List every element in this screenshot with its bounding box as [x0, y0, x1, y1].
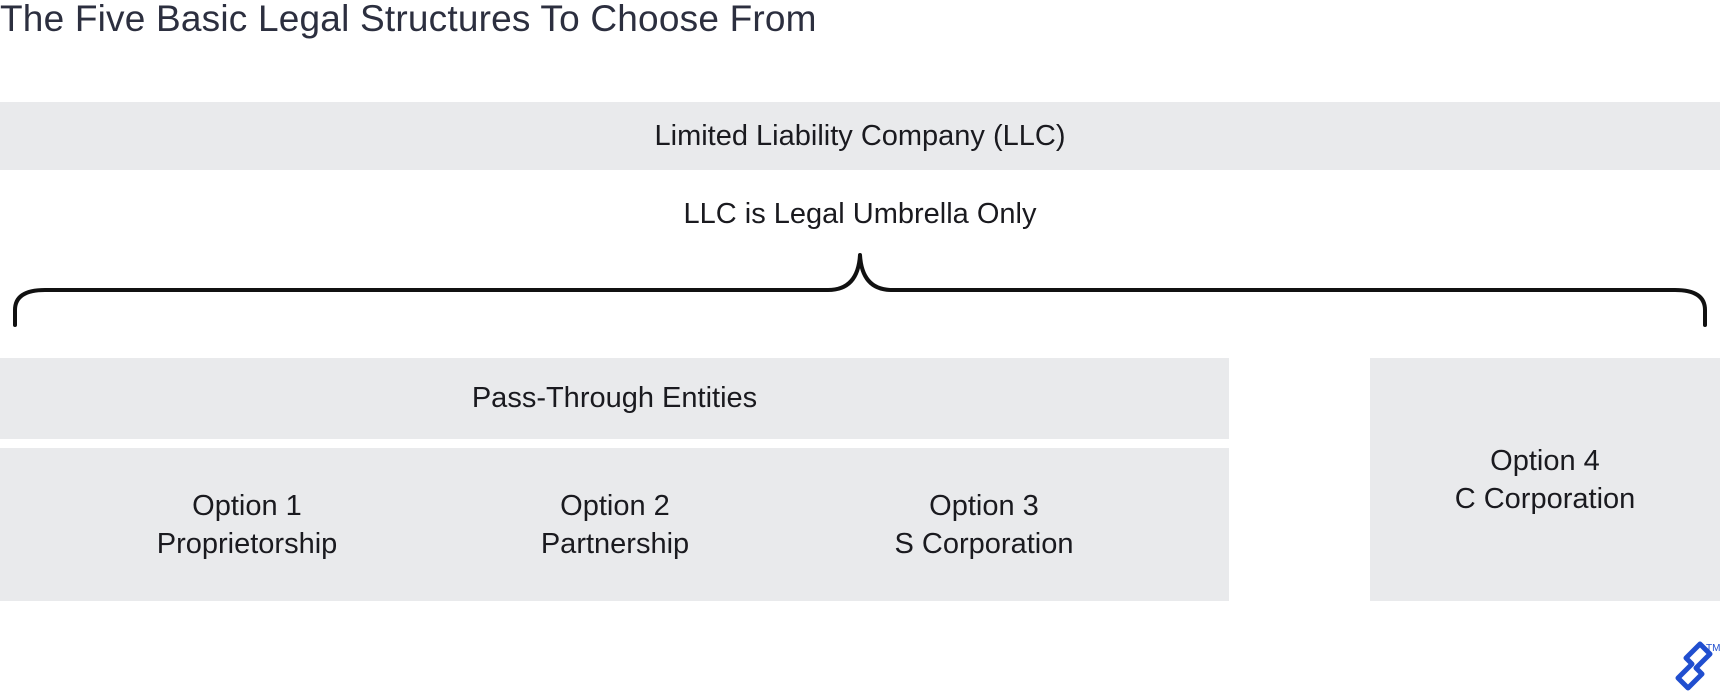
option-3-name: S Corporation — [894, 527, 1074, 560]
option-2: Option 2 Partnership — [368, 448, 862, 601]
pass-through-box: Pass-Through Entities — [0, 358, 1229, 439]
pass-through-options: Option 1 Proprietorship Option 2 Partner… — [0, 448, 1229, 601]
option-2-number: Option 2 — [560, 489, 670, 522]
option-4-number: Option 4 — [1490, 444, 1600, 477]
option-4: Option 4 C Corporation — [1370, 358, 1720, 601]
pass-through-label: Pass-Through Entities — [471, 382, 758, 414]
llc-label: Limited Liability Company (LLC) — [654, 119, 1066, 152]
option-1: Option 1 Proprietorship — [0, 448, 494, 601]
option-1-name: Proprietorship — [156, 527, 338, 560]
option-1-number: Option 1 — [192, 489, 302, 522]
page-title: The Five Basic Legal Structures To Choos… — [0, 0, 817, 39]
option-2-name: Partnership — [540, 527, 690, 560]
llc-box: Limited Liability Company (LLC) — [0, 102, 1720, 170]
curly-brace — [13, 253, 1707, 327]
trademark-symbol: TM — [1706, 643, 1720, 654]
option-4-name: C Corporation — [1454, 482, 1636, 515]
option-3-number: Option 3 — [929, 489, 1039, 522]
option-3: Option 3 S Corporation — [737, 448, 1231, 601]
umbrella-note: LLC is Legal Umbrella Only — [683, 198, 1037, 230]
toptal-logo-icon — [1675, 641, 1713, 691]
